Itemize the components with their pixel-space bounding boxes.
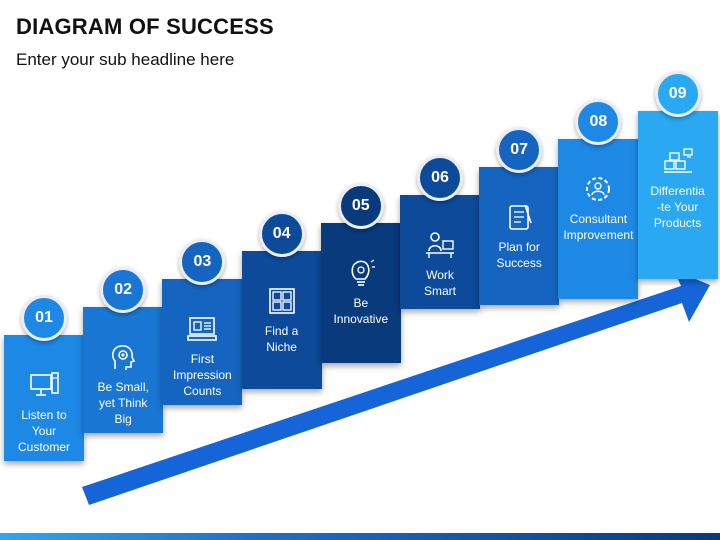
step-label-line: Improvement: [563, 228, 634, 242]
step-label-line: Counts: [183, 384, 222, 398]
step-number-badge-06: 06: [417, 155, 463, 201]
step-label-line: Big: [114, 412, 132, 426]
checklist-icon: [509, 204, 532, 230]
step-label-line: Listen to: [21, 408, 67, 422]
step-label-line: Niche: [266, 340, 297, 354]
bottom-bar: [0, 533, 720, 540]
step-label-line: Success: [496, 256, 542, 270]
step-number-badge-07: 07: [496, 127, 543, 173]
step-label-line: Products: [653, 216, 702, 230]
step-label-line: Work: [426, 268, 454, 282]
step-card-04: Find a Niche: [241, 251, 322, 389]
lightbulb-icon: [351, 259, 375, 286]
step-label-04: Find a Niche: [242, 323, 322, 355]
step-number-badge-04: 04: [258, 211, 305, 257]
step-label-line: First: [190, 352, 215, 366]
step-label-line: Be Small,: [97, 380, 149, 394]
grid-icon: [268, 288, 295, 314]
step-number-badge-01: 01: [21, 295, 67, 341]
step-label-line: Be: [353, 296, 369, 310]
step-label-line: -te Your: [656, 200, 699, 214]
step-number-badge-03: 03: [179, 239, 226, 285]
step-number-badge-09: 09: [654, 71, 701, 117]
products-icon: [663, 148, 693, 173]
step-number-badge-02: 02: [100, 267, 147, 313]
step-label-line: Find a: [264, 324, 299, 338]
page-title: DIAGRAM OF SUCCESS: [16, 14, 274, 39]
gear-user-icon: [586, 177, 611, 201]
step-label-line: Innovative: [333, 312, 389, 326]
worker-desk-icon: [426, 232, 454, 258]
gear-head-icon: [112, 345, 136, 370]
step-label-line: Consultant: [569, 212, 628, 226]
step-number-badge-08: 08: [575, 99, 622, 145]
step-label-line: Your: [31, 424, 57, 438]
step-label-line: yet Think: [98, 396, 148, 410]
step-label-line: Plan for: [498, 240, 540, 254]
page-subtitle: Enter your sub headline here: [16, 50, 235, 69]
monitor-icon: [30, 372, 59, 396]
step-label-line: Impression: [173, 368, 232, 382]
step-label-line: Customer: [17, 440, 70, 454]
step-label-line: Differentia: [650, 184, 705, 198]
presentation-icon: [187, 317, 218, 341]
step-label-line: Smart: [423, 284, 456, 298]
step-number-badge-05: 05: [337, 183, 384, 229]
growth-arrow-shape: [82, 270, 710, 505]
